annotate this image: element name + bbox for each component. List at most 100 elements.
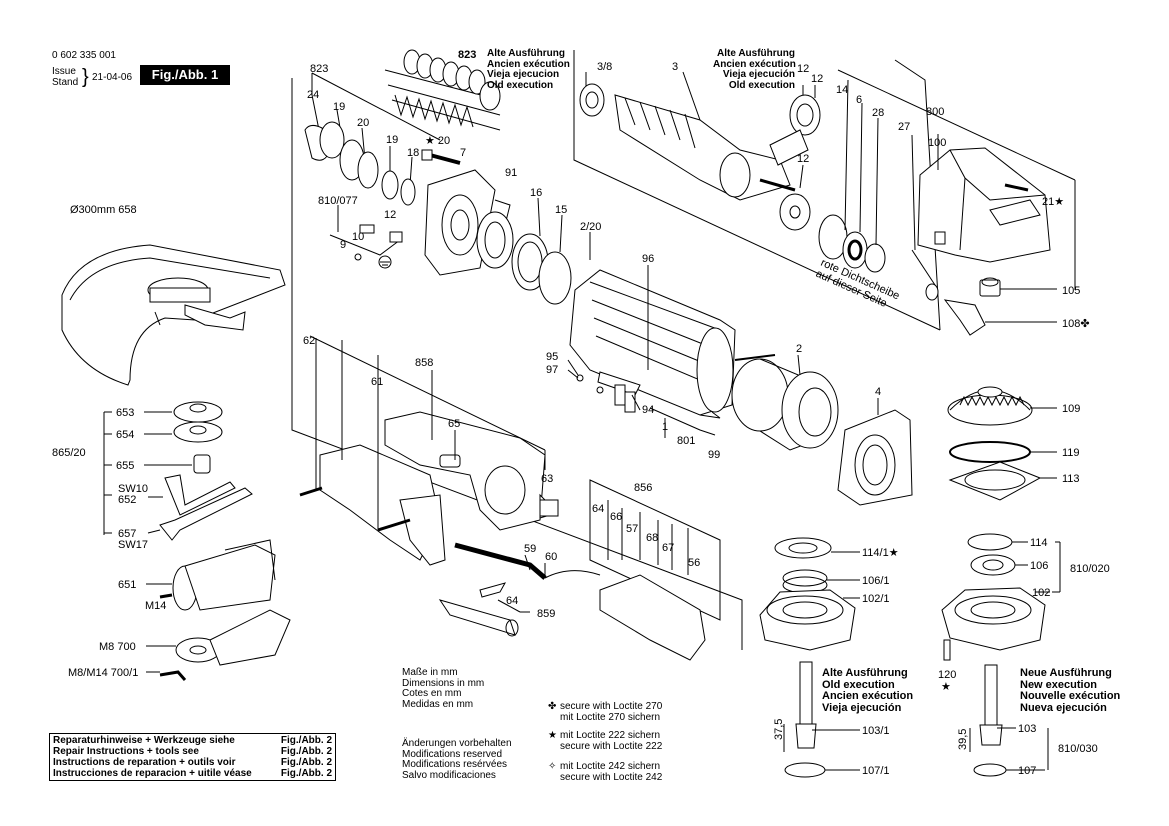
label-61: 61 [371,376,383,388]
label-106: 106 [1030,560,1048,572]
spring-clip-stack [384,49,501,131]
label-856: 856 [634,482,652,494]
stand-label: Stand [52,77,79,88]
label-56: 56 [688,557,700,569]
label-7: 7 [460,147,466,159]
changes-note: Änderungen vorbehalten Modifications res… [402,738,512,781]
label-102: 102 [1032,587,1050,599]
armature [579,83,796,201]
note-line: Nueva ejecución [1020,701,1107,714]
label-859: 859 [537,608,555,620]
label-700: M8 700 [99,641,136,653]
label-64a: 64 [592,503,604,515]
old-exec-note-top-left: Alte Ausführung Ancien exécution Vieja e… [487,48,570,91]
note-line: New execution [1020,678,1098,691]
label-858: 858 [415,357,433,369]
label-657: 657 [118,528,136,540]
label-64b: 64 [506,595,518,607]
label-68: 68 [646,532,658,544]
label-3: 3 [672,61,678,73]
label-94: 94 [642,404,654,416]
reference-text: Repair Instructions + tools see [53,746,199,757]
reference-fig: Fig./Abb. 2 [280,746,332,757]
reference-text: Instrucciones de reparacion + uitile véa… [53,768,252,779]
label-2-20: 2/20 [580,221,601,233]
note-line: Vieja ejecución [822,701,902,714]
note-line: secure with Loctite 242 [560,771,663,783]
brace: } [82,66,89,88]
assembly-frame-motor [573,50,941,331]
label-102-1: 102/1 [862,593,890,605]
note-line: Old execution [728,79,795,91]
note-line: Änderungen vorbehalten [402,738,512,749]
label-12b: 12 [797,63,809,75]
label-658: Ø300mm 658 [70,204,137,216]
note-line: Ancien exécution [822,690,914,702]
label-119: 119 [1062,447,1080,459]
loctite-270-icon: ✤ [548,701,557,712]
note-line: Nouvelle exécution [1020,690,1121,702]
label-15: 15 [555,204,567,216]
label-108: 108✤ [1062,318,1090,330]
label-14: 14 [836,84,848,96]
label-800: 800 [926,106,944,118]
old-exec-note-bottom: Alte Ausführung Old execution Ancien exé… [822,667,914,714]
note-line: Medidas en mm [402,698,474,710]
label-91: 91 [505,167,517,179]
label-103-1: 103/1 [862,725,890,737]
label-62: 62 [303,335,315,347]
label-655: 655 [116,460,134,472]
label-67: 67 [662,542,674,554]
label-12a: 12 [384,209,396,221]
label-1: 1 [662,421,668,433]
bevel-gear [947,386,1033,426]
label-24: 24 [307,89,319,101]
label-107: 107 [1018,765,1036,777]
reference-fig: Fig./Abb. 2 [280,735,332,746]
motor-housing [569,269,776,416]
issue-label: Issue [52,66,76,77]
label-103: 103 [1018,723,1036,735]
label-114-1: 114/1★ [862,547,899,559]
label-12c: 12 [811,73,823,85]
new-exec-note-bottom: Neue Ausführung New execution Nouvelle e… [1020,667,1121,714]
figure-label: Fig./Abb. 1 [140,65,230,85]
label-865-20: 865/20 [52,447,86,459]
label-27: 27 [898,121,910,133]
note-line: Alte Ausführung [822,667,908,679]
label-16: 16 [530,187,542,199]
label-801: 801 [677,435,695,447]
note-line: Salvo modificaciones [402,769,496,781]
label-3-8: 3/8 [597,61,612,73]
gear-housing [917,147,1051,263]
units-note: Maße in mm Dimensions in mm Cotes en mm … [402,667,485,710]
note-line: secure with Loctite 222 [560,740,663,752]
label-63: 63 [541,473,553,485]
label-21: 21★ [1042,196,1064,208]
label-9: 9 [340,239,346,251]
label-109: 109 [1062,403,1080,415]
side-handle [159,539,276,611]
label-810-077: 810/077 [318,195,358,207]
label-20a: 20 [357,117,369,129]
part-labels: 823 823 24 19 20 19 18 ★ 20 7 91 16 15 2… [52,49,1110,777]
label-sw17: SW17 [118,539,148,551]
note-line: Dimensions in mm [402,677,485,689]
note-line: Modifications resérvées [402,759,508,770]
note-line: Old execution [487,79,554,91]
label-4: 4 [875,386,881,398]
loctite-242-icon: ✧ [548,761,557,772]
loctite-222-note: ★mit Loctite 222 sichern secure with Loc… [548,730,663,752]
label-810-030: 810/030 [1058,743,1098,755]
reference-fig: Fig./Abb. 2 [280,768,332,779]
note-line: Maße in mm [402,667,458,678]
label-6: 6 [856,94,862,106]
note-line: mit Loctite 242 sichern [560,761,661,772]
table-row: Instructions de reparation + outils voir… [53,757,332,768]
label-10: 10 [352,231,364,243]
label-120-star: ★ [941,681,951,693]
label-113: 113 [1062,473,1080,485]
table-row: Instrucciones de reparacion + uitile véa… [53,768,332,779]
loctite-270-note: ✤secure with Loctite 270 mit Loctite 270… [548,701,662,723]
label-60: 60 [545,551,557,563]
